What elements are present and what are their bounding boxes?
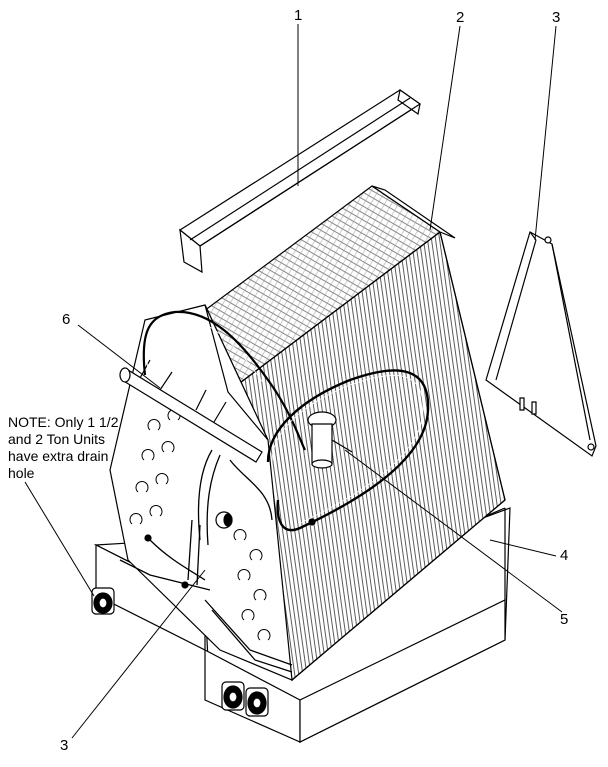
side-panel-part xyxy=(486,232,596,456)
coil-assembly xyxy=(92,186,510,742)
suction-line xyxy=(268,370,428,530)
expansion-valve xyxy=(308,412,352,468)
callout-6: 6 xyxy=(62,311,71,328)
distributor-tubes xyxy=(120,450,292,672)
callout-4: 4 xyxy=(560,547,569,564)
callout-3-bottom: 3 xyxy=(60,737,69,754)
note-line-4: hole xyxy=(8,465,35,481)
callout-3-top: 3 xyxy=(552,9,561,26)
drain-hole-note: NOTE: Only 1 1/2 and 2 Ton Units have ex… xyxy=(8,414,158,482)
leader-lines xyxy=(25,24,562,738)
top-baffle-part xyxy=(180,90,420,272)
note-line-1: NOTE: Only 1 1/2 xyxy=(8,414,119,430)
note-line-3: have extra drain xyxy=(8,448,109,464)
note-line-2: and 2 Ton Units xyxy=(8,431,106,447)
drain-fittings xyxy=(92,588,268,716)
callout-5: 5 xyxy=(560,611,569,628)
header-manifold xyxy=(120,360,262,462)
callout-1: 1 xyxy=(294,7,303,24)
return-bends xyxy=(130,410,270,640)
callout-2: 2 xyxy=(456,9,465,26)
